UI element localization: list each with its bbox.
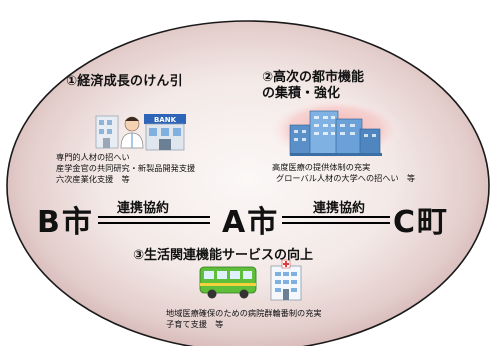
economic-item: 六次産業化支援 等 — [56, 174, 130, 184]
urban-function-title-line1: ②高次の都市機能 — [262, 70, 365, 85]
left-link-line-bottom — [98, 222, 210, 224]
urban-item: 高度医療の提供体制の充実 — [272, 162, 371, 172]
economic-item: 専門的人材の招へい — [56, 152, 130, 162]
urban-item: グローバル人材の大学への招へい 等 — [276, 173, 416, 183]
right-link-line-bottom — [282, 222, 390, 224]
living-item: 地域医療確保のための病院群輪番制の充実 — [166, 308, 322, 318]
svg-text:BANK: BANK — [154, 116, 177, 124]
hospital-buildings-icon — [289, 110, 382, 156]
town-c-label: C町 — [393, 205, 450, 240]
economic-item: 産学金官の共同研究・新製品開発支援 — [56, 163, 196, 173]
right-link-label: 連携協約 — [313, 201, 366, 216]
doctor-icon — [95, 115, 144, 149]
living-services-title: ③生活関連機能サービスの向上 — [133, 248, 314, 263]
urban-function-title-line2: の集積・強化 — [262, 86, 341, 101]
bank-icon: BANK — [144, 114, 186, 151]
right-link-line-top — [282, 216, 390, 218]
city-b-label: B市 — [37, 205, 94, 240]
living-item: 子育て支援 等 — [166, 319, 224, 329]
left-link-line-top — [98, 216, 210, 218]
clinic-icon — [270, 259, 302, 301]
economic-growth-title: ①経済成長のけん引 — [66, 74, 183, 89]
left-link-label: 連携協約 — [117, 201, 170, 216]
bus-icon — [199, 266, 257, 299]
city-a-label: A市 — [222, 205, 280, 240]
